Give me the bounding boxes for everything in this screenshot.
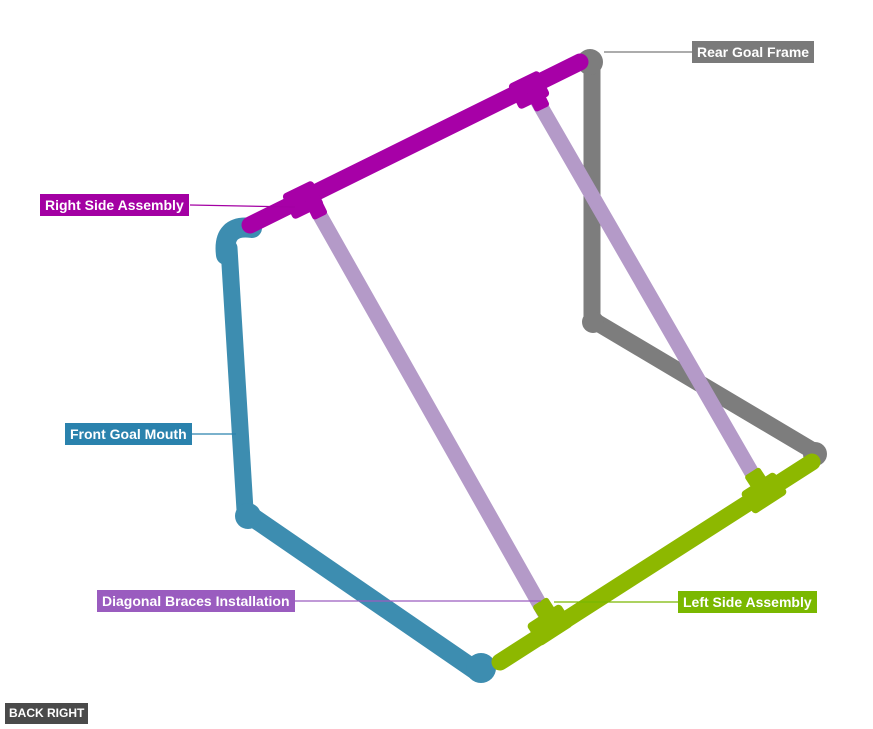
- diagonal-braces-installation-label[interactable]: Diagonal Braces Installation: [97, 590, 295, 612]
- front-corner-elbow: [466, 653, 496, 683]
- left-tee-rear: [741, 472, 787, 514]
- right-side-pipes: [241, 53, 589, 234]
- right-tee-front-stub: [304, 194, 328, 220]
- brace-pipe-front: [310, 204, 552, 620]
- front-goal-mouth-label[interactable]: Front Goal Mouth: [65, 423, 192, 445]
- diagonal-braces: [310, 92, 764, 620]
- front-upright-pipe: [220, 239, 254, 519]
- rear-bottom-elbow: [582, 311, 604, 333]
- leader-lines: [189, 51, 692, 603]
- left-side-pipes: [491, 453, 821, 671]
- brace-pipe-rear: [529, 92, 764, 488]
- left-tee-rear-stub: [745, 467, 769, 493]
- front-bottom-pipe: [238, 504, 488, 682]
- rear-goal-frame-label[interactable]: Rear Goal Frame: [692, 41, 815, 63]
- right-tee-rear-stub: [526, 86, 550, 112]
- rear-goal-frame-pipes: [577, 49, 827, 466]
- view-back-right-button[interactable]: BACK RIGHT: [5, 703, 89, 724]
- left-tee-front: [527, 604, 573, 646]
- left-tee-front-stub: [533, 597, 557, 623]
- right-leader-line: [189, 204, 296, 208]
- left-side-assembly-label[interactable]: Left Side Assembly: [678, 591, 817, 613]
- front-bottom-elbow: [235, 503, 261, 529]
- right-side-assembly-label[interactable]: Right Side Assembly: [40, 194, 189, 216]
